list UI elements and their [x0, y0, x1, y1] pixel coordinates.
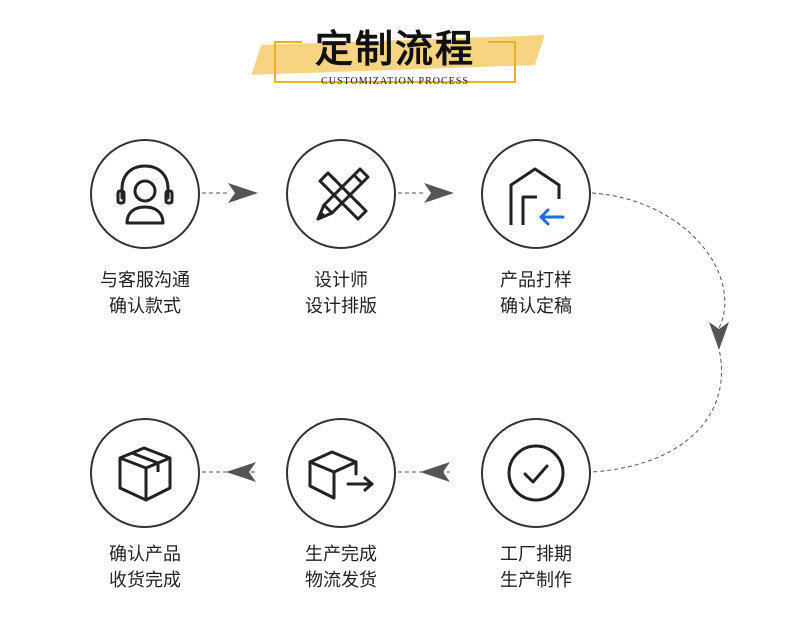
step-1-circle	[90, 139, 200, 249]
step-5-line2: 物流发货	[305, 570, 377, 591]
step-1-line2: 确认款式	[109, 296, 181, 317]
step-6-line1: 确认产品	[109, 544, 181, 565]
title-area: 定制流程 CUSTOMIZATION PROCESS	[0, 0, 790, 100]
step-5-label: 生产完成 物流发货	[266, 542, 416, 594]
arrow-left-icon	[420, 462, 450, 482]
step-3-line1: 产品打样	[500, 270, 572, 291]
step-6-circle	[90, 418, 200, 528]
step-2-circle	[286, 139, 396, 249]
arrow-right-icon	[424, 183, 454, 203]
step-3-line2: 确认定稿	[500, 296, 572, 317]
title-frame	[274, 41, 516, 83]
step-5-line1: 生产完成	[305, 544, 377, 565]
arrow-left-icon	[226, 462, 256, 482]
connector-3-4-upper	[591, 192, 726, 331]
arrow-right-icon	[228, 183, 258, 203]
checkmark-icon	[507, 444, 565, 502]
box-icon	[118, 446, 172, 502]
step-5-circle	[286, 418, 396, 528]
page-subtitle: CUSTOMIZATION PROCESS	[321, 76, 469, 87]
step-2-line1: 设计师	[314, 270, 368, 291]
step-4-circle	[481, 418, 591, 528]
step-6-line2: 收货完成	[109, 570, 181, 591]
arrow-down-icon	[709, 322, 729, 350]
box-arrow-icon	[308, 450, 374, 500]
step-2-label: 设计师 设计排版	[266, 268, 416, 320]
step-2-line2: 设计排版	[305, 296, 377, 317]
step-6-label: 确认产品 收货完成	[70, 542, 220, 594]
step-4-line2: 生产制作	[500, 570, 572, 591]
pencil-ruler-icon	[316, 167, 370, 221]
connector-3-4-lower	[591, 344, 722, 473]
step-3-label: 产品打样 确认定稿	[461, 268, 611, 320]
warehouse-icon	[509, 167, 565, 226]
step-3-circle	[481, 139, 591, 249]
customer-service-icon	[116, 164, 174, 225]
step-1-label: 与客服沟通 确认款式	[70, 268, 220, 320]
step-1-line1: 与客服沟通	[100, 270, 190, 291]
step-4-line1: 工厂排期	[500, 544, 572, 565]
step-4-label: 工厂排期 生产制作	[461, 542, 611, 594]
page-title: 定制流程	[314, 26, 475, 71]
